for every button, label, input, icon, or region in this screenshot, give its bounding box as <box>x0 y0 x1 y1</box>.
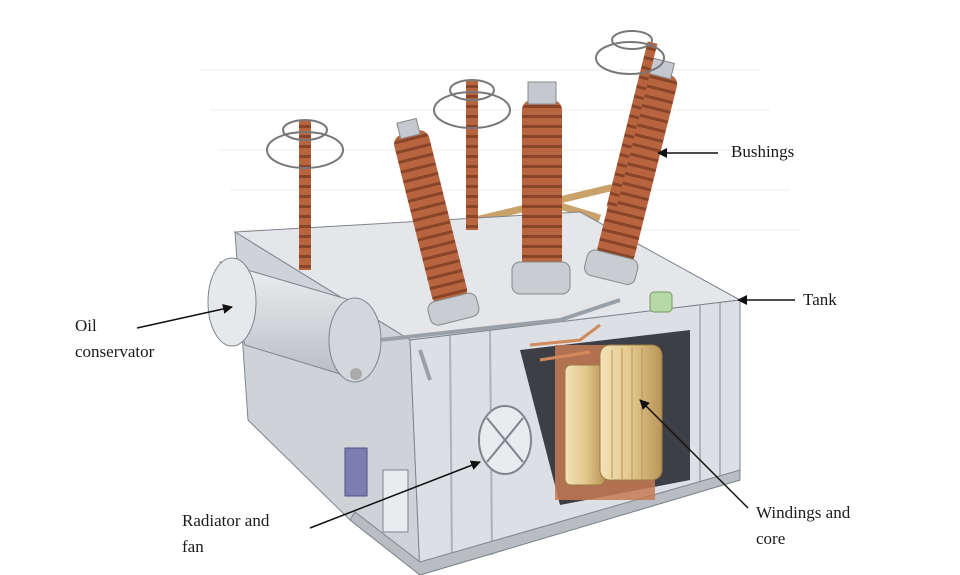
label-tank: Tank <box>803 287 837 313</box>
label-windings-line2: core <box>756 529 786 548</box>
label-oil-line2: conservator <box>75 342 155 361</box>
label-radiator-line1: Radiator and <box>182 511 270 530</box>
lv-bushings <box>266 79 511 270</box>
control-cabinet <box>344 447 409 533</box>
cutaway <box>520 323 690 505</box>
callout-arrows <box>136 148 795 529</box>
label-bushings: Bushings <box>731 139 794 165</box>
windings-core <box>564 344 663 486</box>
label-oil-conservator: Oil conservator <box>75 313 154 365</box>
arrow-windings <box>639 399 749 509</box>
hv-bushings <box>394 30 678 326</box>
radiator-fan <box>478 405 532 475</box>
label-windings-core: Windings and core <box>756 500 850 552</box>
label-tank-text: Tank <box>803 290 837 309</box>
arrow-oil-conservator <box>136 304 233 329</box>
label-radiator-line2: fan <box>182 537 204 556</box>
label-radiator-fan: Radiator and fan <box>182 508 269 560</box>
label-bushings-text: Bushings <box>731 142 795 161</box>
arrow-radiator <box>309 460 481 529</box>
background-hatch <box>200 69 800 231</box>
label-oil-line1: Oil <box>75 316 97 335</box>
oil-conservator <box>207 257 382 383</box>
top-piping <box>379 298 621 381</box>
label-windings-line1: Windings and <box>756 503 851 522</box>
green-accessory <box>649 291 673 313</box>
